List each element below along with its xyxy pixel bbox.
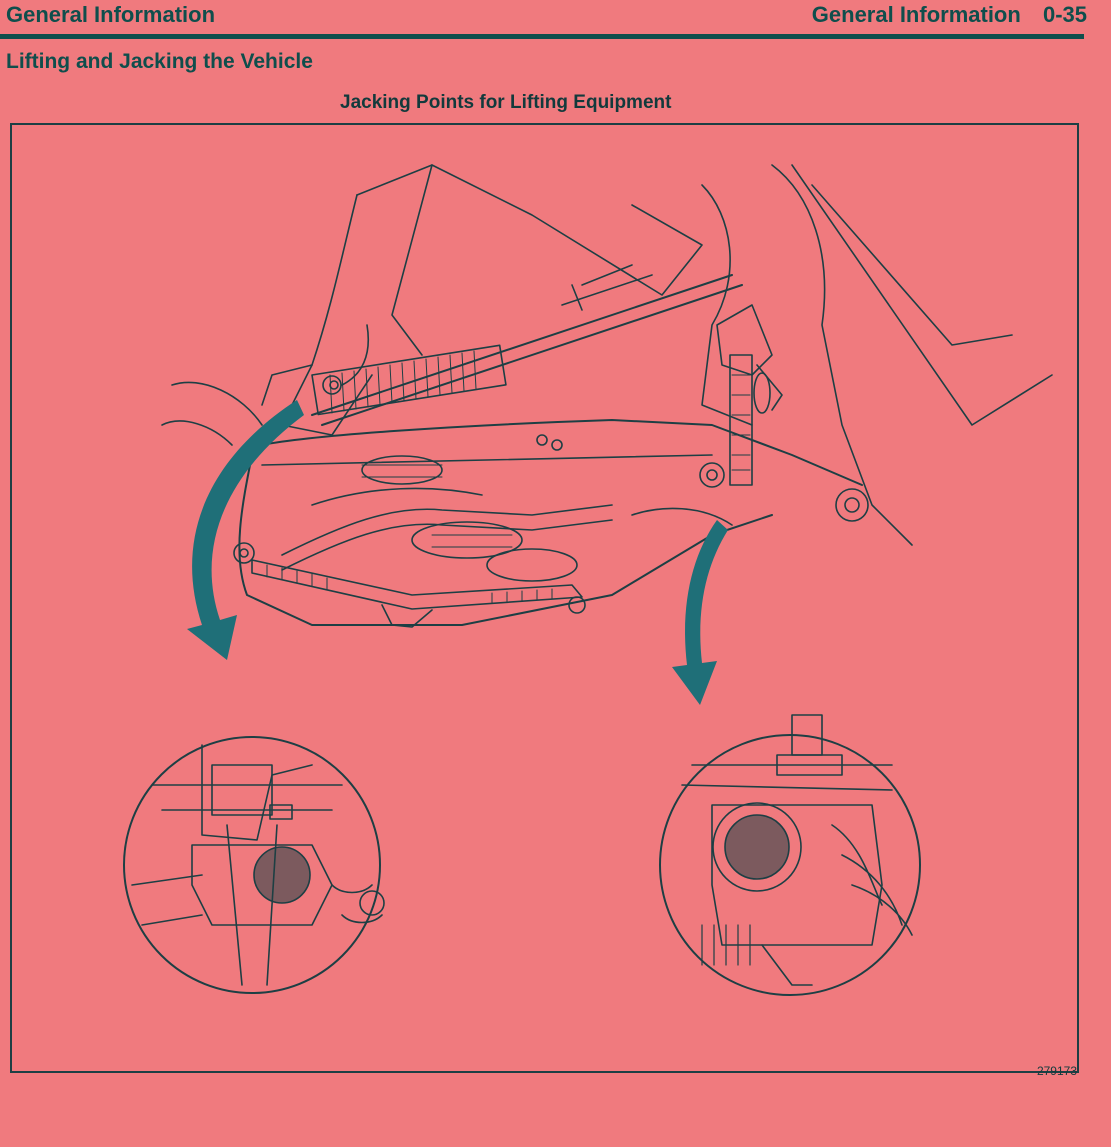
callout-arrow-right <box>672 520 728 705</box>
detail-circle-front-pad <box>123 736 385 994</box>
section-title: Lifting and Jacking the Vehicle <box>6 50 313 73</box>
page-number: 0-35 <box>1042 2 1087 27</box>
exhaust-system <box>281 455 733 582</box>
lift-pad-front-left <box>311 344 507 416</box>
callout-arrow-left <box>187 400 304 660</box>
header-rule <box>0 34 1084 39</box>
header-right-title: General Information <box>811 2 1021 27</box>
header-right: General Information 0-35 <box>812 2 1087 28</box>
jack-stand-post <box>729 354 783 486</box>
lift-pad-rear <box>251 559 583 628</box>
figure-title: Jacking Points for Lifting Equipment <box>340 92 672 113</box>
header-left-title: General Information <box>6 2 216 27</box>
figure-number: 279173 <box>1036 1064 1077 1078</box>
figure-frame <box>10 123 1079 1073</box>
vehicle-underbody-illustration <box>123 164 1053 996</box>
detail-circle-rear-pad <box>659 714 921 996</box>
